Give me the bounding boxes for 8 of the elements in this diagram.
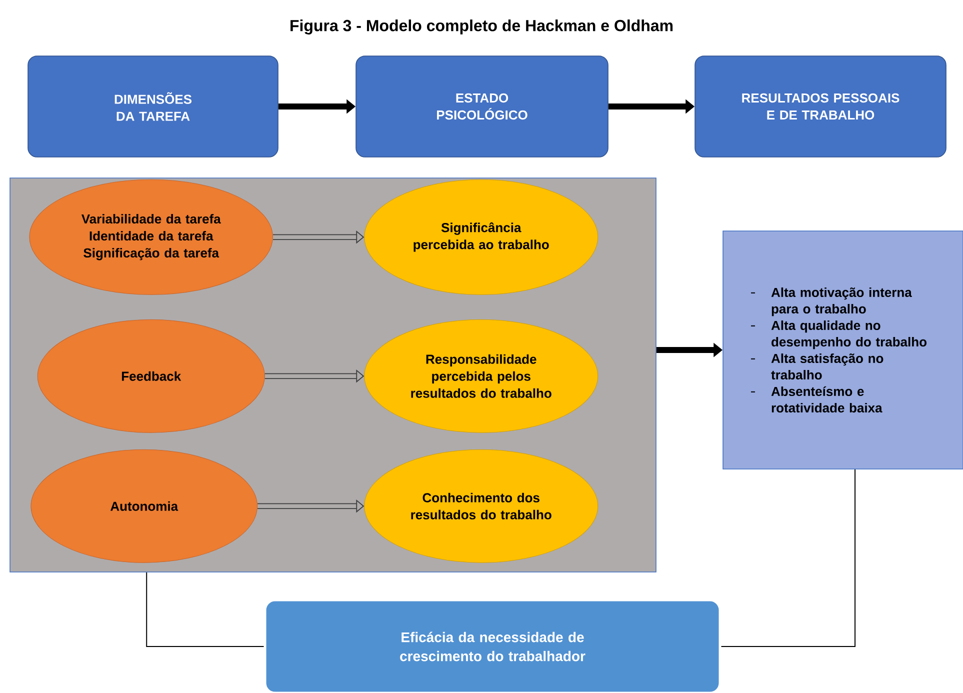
title: Figura 3 - Modelo completo de Hackman e Oldham bbox=[290, 20, 673, 34]
moderator-box: Eficácia da necessidade de crescimento do trabalhador bbox=[264, 598, 722, 693]
process-box: ESTADO PSICOLÓGICO bbox=[356, 56, 608, 158]
process-box: DIMENSÕES DA TAREFA bbox=[28, 56, 278, 158]
connector-line bbox=[146, 572, 264, 647]
connector-line bbox=[720, 468, 856, 647]
process-box: RESULTADOS PESSOAIS E DE TRABALHO bbox=[694, 56, 946, 158]
results-box: Alta motivação interna para o trabalho Alta qualidade no desempenho do trabalho Alta satisfação no trabalho Absenteísmo e rotatividade baixa bbox=[722, 230, 963, 470]
